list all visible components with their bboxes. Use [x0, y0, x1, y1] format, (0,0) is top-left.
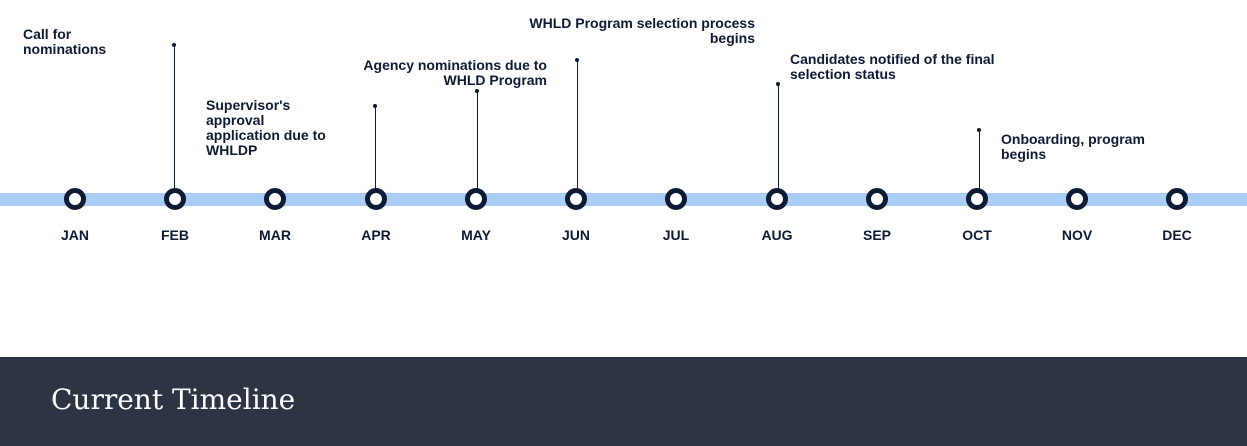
month-label-sep: SEP [862, 227, 891, 243]
event-label-aug: Candidates notified of the final selecti… [790, 51, 995, 82]
month-label-feb: FEB [161, 227, 189, 243]
footer-title: Current Timeline [51, 383, 296, 416]
timeline-diagram: JAN FEB MAR APR MAY JUN JUL AUG SEP OCT … [0, 15, 1247, 243]
connector-oct [979, 130, 980, 190]
node-aug [766, 188, 788, 210]
month-label-nov: NOV [1061, 227, 1093, 243]
node-jun [565, 188, 587, 210]
connector-aug [778, 84, 779, 190]
event-label-feb: Call for nominations [23, 26, 107, 57]
node-apr [365, 188, 387, 210]
connector-dot-oct [977, 128, 981, 132]
month-label-mar: MAR [259, 227, 291, 243]
connector-dot-feb [172, 43, 176, 47]
connector-feb [174, 45, 175, 190]
month-label-may: MAY [461, 227, 491, 243]
connector-jun [577, 60, 578, 190]
node-feb [164, 188, 186, 210]
timeline-track [0, 193, 1247, 206]
connector-dot-jun [575, 58, 579, 62]
month-label-apr: APR [361, 227, 391, 243]
connector-apr [375, 106, 376, 190]
node-oct [966, 188, 988, 210]
event-label-oct: Onboarding, program begins [1001, 131, 1145, 162]
month-label-oct: OCT [962, 227, 992, 243]
node-jan [64, 188, 86, 210]
node-mar [264, 188, 286, 210]
connector-dot-may [475, 89, 479, 93]
month-label-aug: AUG [761, 227, 793, 243]
connector-dot-apr [373, 104, 377, 108]
event-label-apr: Supervisor's approval application due to… [206, 97, 326, 158]
month-label-jun: JUN [561, 227, 590, 243]
month-label-dec: DEC [1162, 227, 1192, 243]
connector-dot-aug [776, 82, 780, 86]
node-nov [1066, 188, 1088, 210]
event-label-may: Agency nominations due to WHLD Program [363, 57, 547, 88]
month-label-jul: JUL [662, 227, 690, 243]
node-dec [1166, 188, 1188, 210]
node-sep [866, 188, 888, 210]
event-label-jun: WHLD Program selection process begins [529, 15, 755, 46]
month-label-jan: JAN [60, 227, 89, 243]
footer-banner: Current Timeline [0, 357, 1247, 446]
connector-may [477, 91, 478, 190]
node-may [465, 188, 487, 210]
node-jul [665, 188, 687, 210]
